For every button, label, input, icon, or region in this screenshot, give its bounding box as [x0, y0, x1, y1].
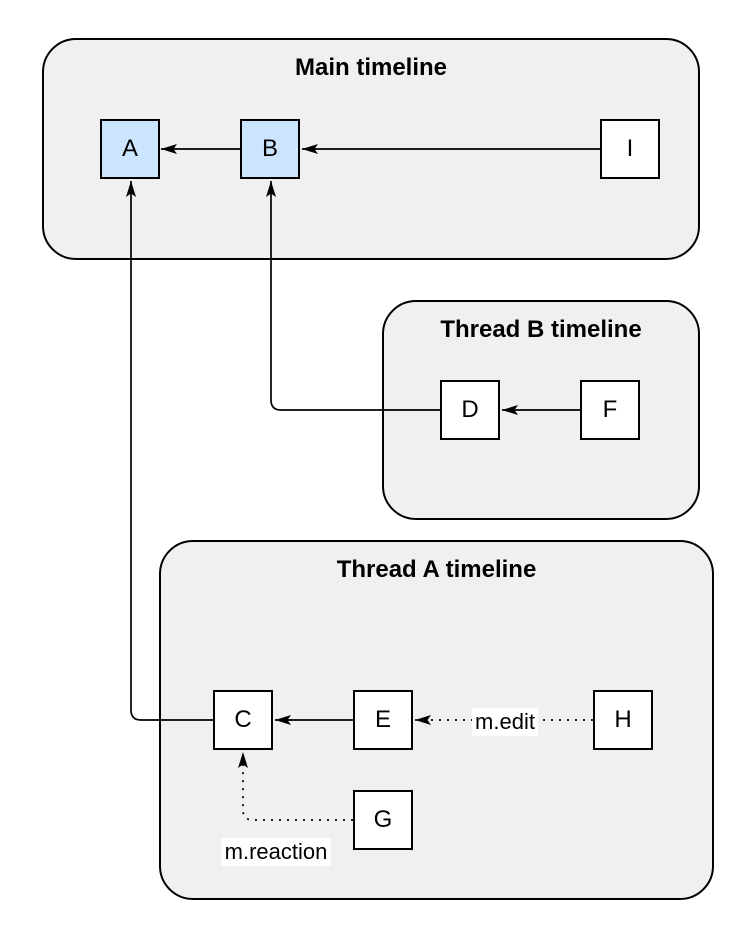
group-thread-b-timeline: Thread B timeline: [382, 300, 700, 520]
group-thread-a-timeline-title: Thread A timeline: [336, 556, 537, 583]
node-event-c: C: [213, 690, 273, 750]
group-main-timeline-title: Main timeline: [294, 54, 448, 81]
node-event-h: H: [593, 690, 653, 750]
edge-label-m-edit: m.edit: [472, 708, 538, 736]
node-event-a: A: [100, 119, 160, 179]
node-event-f: F: [580, 380, 640, 440]
node-event-g: G: [353, 790, 413, 850]
node-event-e: E: [353, 690, 413, 750]
node-event-d: D: [440, 380, 500, 440]
edge-label-m-reaction: m.reaction: [221, 838, 331, 866]
node-event-b: B: [240, 119, 300, 179]
group-thread-b-timeline-title: Thread B timeline: [440, 316, 642, 343]
node-event-i: I: [600, 119, 660, 179]
